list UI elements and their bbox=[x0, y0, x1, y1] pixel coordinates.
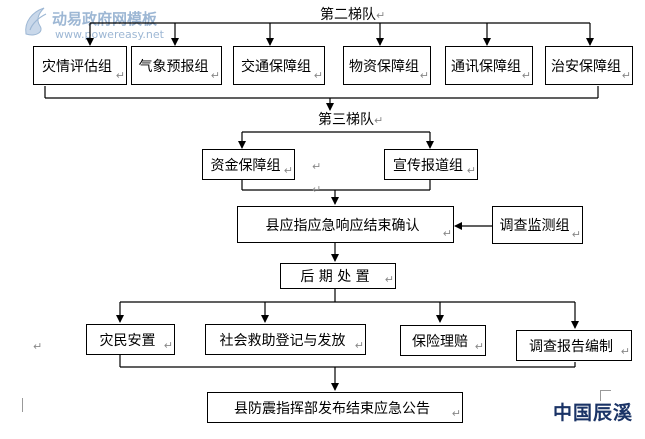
page-corner-mark-left bbox=[22, 398, 33, 412]
box-insurance-claims: 保险理赔↵ bbox=[400, 325, 486, 356]
box-communication-support: 通讯保障组↵ bbox=[445, 46, 533, 85]
paragraph-mark: ↵ bbox=[312, 160, 322, 173]
box-weather-forecast: 气象预报组↵ bbox=[131, 46, 222, 85]
box-security-support: 治安保障组↵ bbox=[545, 46, 633, 85]
page-corner-mark-right bbox=[600, 390, 611, 401]
box-response-end-confirmation: 县应指应急响应结束确认↵ bbox=[237, 206, 454, 243]
brand-watermark: 中国辰溪 bbox=[552, 402, 633, 424]
box-investigation-report: 调查报告编制↵ bbox=[516, 330, 632, 361]
box-aftermath-handling: 后 期 处 置↵ bbox=[280, 263, 396, 289]
watermark-url: www.powereasy.net bbox=[55, 28, 164, 41]
box-traffic-support: 交通保障组↵ bbox=[233, 46, 325, 85]
box-investigation-monitoring: 调查监测组↵ bbox=[492, 206, 583, 244]
box-supplies-support: 物资保障组↵ bbox=[343, 46, 431, 85]
box-end-emergency-announcement: 县防震指挥部发布结束应急公告↵ bbox=[207, 392, 463, 423]
paragraph-mark: ↵ bbox=[312, 183, 322, 196]
box-victim-resettlement: 灾民安置↵ bbox=[86, 324, 175, 355]
box-social-relief-registration: 社会救助登记与发放↵ bbox=[205, 324, 366, 355]
paragraph-mark: ↵ bbox=[33, 340, 43, 353]
swan-logo-icon bbox=[25, 7, 47, 36]
tier-second-label: 第二梯队↵ bbox=[320, 7, 386, 23]
box-funding-support: 资金保障组↵ bbox=[202, 149, 295, 180]
tier-third-label: 第三梯队↵ bbox=[318, 112, 384, 128]
box-disaster-assessment: 灾情评估组↵ bbox=[33, 46, 127, 85]
box-publicity-reporting: 宣传报道组↵ bbox=[384, 149, 478, 180]
